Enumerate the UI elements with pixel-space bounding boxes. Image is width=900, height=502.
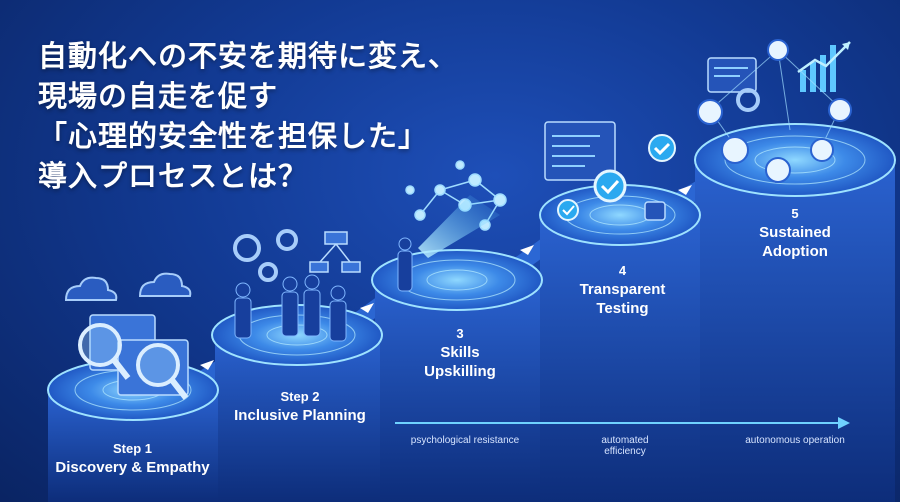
step-5-label: 5 Sustained Adoption	[720, 205, 870, 261]
avatar-icon	[697, 39, 852, 183]
title-line-4: 導入プロセスとは？	[38, 159, 309, 193]
step-3-line-1: Skills	[440, 344, 480, 361]
axis-label-automated: automated efficiency	[575, 435, 675, 457]
magnifier-icon	[78, 314, 189, 400]
arrow-icons	[200, 185, 692, 370]
light-beam	[418, 195, 500, 258]
step-2-number: Step 2	[280, 389, 320, 404]
checkmark-icon	[557, 134, 676, 221]
title-line-1: 自動化への不安を期待に変え、	[38, 39, 459, 73]
step-1-name: Discovery & Empathy	[55, 459, 210, 476]
step-4-label: 4 Transparent Testing	[550, 262, 695, 318]
step-1-number: Step 1	[112, 441, 152, 456]
axis-label-automated-line-2: efficiency	[604, 446, 646, 457]
gear-icon-2	[736, 88, 760, 112]
timeline-arrow	[395, 417, 850, 429]
axis-label-resistance: psychological resistance	[410, 435, 520, 446]
step-2-name: Inclusive Planning	[234, 407, 366, 424]
gear-icon	[233, 229, 298, 282]
step-5-line-1: Sustained	[759, 224, 831, 241]
people-icon	[234, 274, 347, 342]
title-line-2: 現場の自走を促す	[38, 79, 279, 113]
step-5-line-2: Adoption	[762, 243, 828, 260]
diagram-title: 自動化への不安を期待に変え、 現場の自走を促す 「心理的安全性を担保した」 導入…	[38, 36, 458, 196]
code-window-icon-2	[707, 57, 757, 93]
step-5-number: 5	[791, 206, 799, 221]
step-4-line-2: Testing	[596, 300, 649, 317]
flowchart-icon	[309, 231, 361, 273]
step-3-line-2: Upskilling	[424, 363, 496, 380]
step-3-label: 3 Skills Upskilling	[390, 325, 530, 381]
person-icon	[397, 237, 413, 292]
step-5-pillar	[694, 123, 896, 502]
step-4-number: 4	[618, 263, 627, 278]
step-3-pillar	[371, 249, 543, 502]
step-4-pillar	[539, 184, 701, 502]
cloud-icon	[64, 272, 192, 301]
step-2-label: Step 2 Inclusive Planning	[210, 388, 390, 425]
growth-chart-icon	[797, 41, 851, 92]
step-3-number: 3	[456, 326, 464, 341]
step-4-line-1: Transparent	[579, 281, 666, 298]
code-window-icon	[544, 121, 616, 181]
step-1-label: Step 1 Discovery & Empathy	[45, 440, 220, 477]
title-line-3: 「心理的安全性を担保した」	[38, 119, 429, 153]
axis-label-autonomous: autonomous operation	[745, 435, 845, 446]
axis-label-automated-line-1: automated	[601, 435, 649, 446]
